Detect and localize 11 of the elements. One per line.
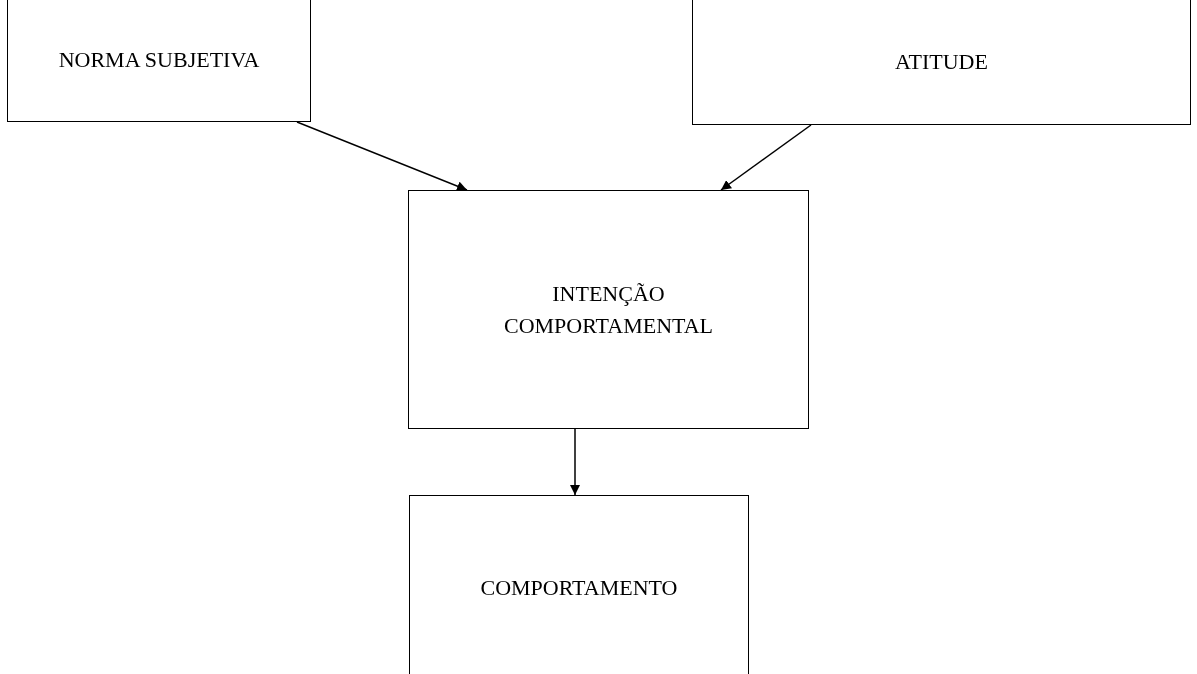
process-box xyxy=(692,0,1191,125)
arrow xyxy=(296,121,468,191)
box-label: NORMA SUBJETIVA xyxy=(58,46,260,75)
box-label: ATITUDE xyxy=(895,47,988,76)
arrow xyxy=(720,124,812,191)
box-label: INTENÇÃO COMPORTAMENTAL xyxy=(502,279,715,340)
box-label: COMPORTAMENTO xyxy=(480,574,678,603)
process-box xyxy=(409,495,749,674)
process-box xyxy=(408,190,809,429)
process-box xyxy=(7,0,311,122)
arrow xyxy=(570,428,580,496)
